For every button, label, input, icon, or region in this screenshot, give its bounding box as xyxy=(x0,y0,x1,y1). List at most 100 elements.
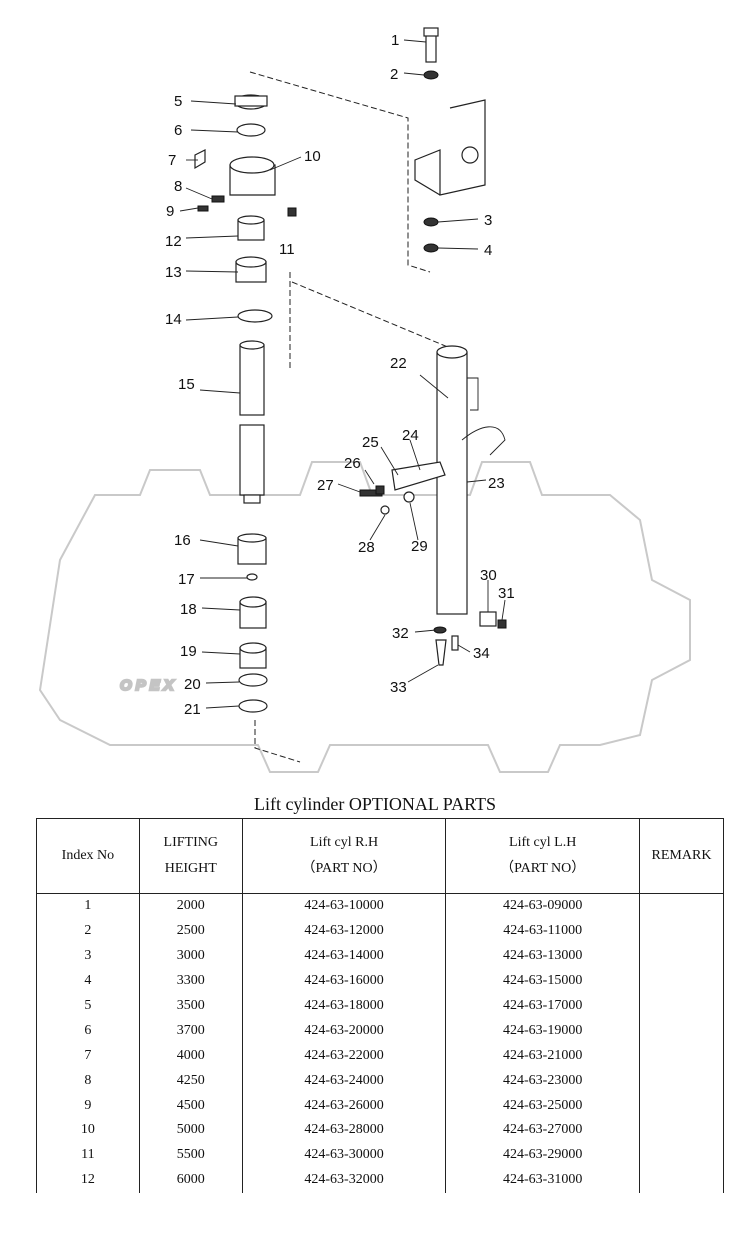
callout-7: 7 xyxy=(168,152,176,169)
callout-24: 24 xyxy=(402,427,419,444)
callout-18: 18 xyxy=(180,601,197,618)
cell-part-no-rh: 424-63-32000 xyxy=(241,1167,447,1193)
header-remark: REMARK xyxy=(639,818,724,894)
cell-part-no-lh: 424-63-19000 xyxy=(445,1018,641,1044)
callout-13: 13 xyxy=(165,264,182,281)
cell-remark xyxy=(639,1167,724,1193)
cell-index: 11 xyxy=(36,1142,140,1168)
assembly-line-bottom xyxy=(254,720,301,763)
cell-index: 10 xyxy=(36,1118,140,1143)
callout-5: 5 xyxy=(174,93,182,110)
cell-index: 8 xyxy=(36,1068,140,1094)
cell-part-no-lh: 424-63-11000 xyxy=(445,918,641,944)
cell-index: 4 xyxy=(36,968,140,994)
header-lift-cyl-lh: Lift cyl L.H （PART NO） xyxy=(445,818,641,894)
cell-lifting-height: 5000 xyxy=(138,1118,243,1143)
cell-lifting-height: 3300 xyxy=(138,968,243,994)
cell-part-no-lh: 424-63-25000 xyxy=(445,1093,641,1119)
cell-lifting-height: 3700 xyxy=(138,1018,243,1044)
header-rh-line1: Lift cyl R.H xyxy=(310,835,379,850)
cell-part-no-rh: 424-63-24000 xyxy=(241,1068,447,1094)
header-lh-line1: Lift cyl L.H xyxy=(509,835,577,850)
callout-32: 32 xyxy=(392,625,409,642)
cell-index: 9 xyxy=(36,1093,140,1119)
table-header-row: Index No LIFTING HEIGHT Lift cyl R.H （PA… xyxy=(36,818,724,894)
cell-part-no-rh: 424-63-22000 xyxy=(241,1043,447,1069)
cell-remark xyxy=(639,993,724,1019)
callout-21: 21 xyxy=(184,701,201,718)
callout-1: 1 xyxy=(391,32,399,49)
cell-part-no-rh: 424-63-16000 xyxy=(241,968,447,994)
cell-lifting-height: 3500 xyxy=(138,993,243,1019)
cell-remark xyxy=(639,1093,724,1119)
callout-10: 10 xyxy=(304,148,321,165)
cell-part-no-lh: 424-63-09000 xyxy=(445,893,641,919)
cell-part-no-lh: 424-63-23000 xyxy=(445,1068,641,1094)
exploded-parts-diagram: OPEX xyxy=(38,27,691,773)
bracket-assembly xyxy=(414,27,486,253)
cell-lifting-height: 2000 xyxy=(138,893,243,919)
cell-part-no-rh: 424-63-10000 xyxy=(241,893,447,919)
cell-lifting-height: 4000 xyxy=(138,1043,243,1069)
callouts: 1 2 3 4 5 6 7 8 9 10 11 12 13 14 15 16 1… xyxy=(165,32,515,718)
optional-parts-table: Index No LIFTING HEIGHT Lift cyl R.H （PA… xyxy=(36,818,724,1193)
callout-33: 33 xyxy=(390,679,407,696)
watermark-logo: OPEX xyxy=(120,677,178,694)
callout-23: 23 xyxy=(488,475,505,492)
callout-16: 16 xyxy=(174,532,191,549)
callout-4: 4 xyxy=(484,242,492,259)
cell-index: 7 xyxy=(36,1043,140,1069)
callout-34: 34 xyxy=(473,645,490,662)
callout-28: 28 xyxy=(358,539,375,556)
callout-29: 29 xyxy=(411,538,428,555)
cell-remark xyxy=(639,968,724,994)
cell-remark xyxy=(639,893,724,919)
cell-part-no-rh: 424-63-26000 xyxy=(241,1093,447,1119)
cell-remark xyxy=(639,1043,724,1069)
callout-9: 9 xyxy=(166,203,174,220)
callout-11: 11 xyxy=(279,241,295,258)
callout-8: 8 xyxy=(174,178,182,195)
assembly-line-top xyxy=(249,71,431,273)
cell-remark xyxy=(639,918,724,944)
header-index: Index No xyxy=(36,818,140,894)
callout-20: 20 xyxy=(184,676,201,693)
cell-index: 6 xyxy=(36,1018,140,1044)
cell-lifting-height: 4500 xyxy=(138,1093,243,1119)
assembly-line-mid xyxy=(289,272,456,370)
callout-12: 12 xyxy=(165,233,182,250)
cell-remark xyxy=(639,1118,724,1143)
cell-part-no-lh: 424-63-21000 xyxy=(445,1043,641,1069)
header-lifting-height: LIFTING HEIGHT xyxy=(138,818,243,894)
header-lh-line2: （PART NO） xyxy=(500,861,586,876)
callout-22: 22 xyxy=(390,355,407,372)
cell-part-no-rh: 424-63-12000 xyxy=(241,918,447,944)
cell-part-no-rh: 424-63-18000 xyxy=(241,993,447,1019)
cell-part-no-lh: 424-63-29000 xyxy=(445,1142,641,1168)
cell-remark xyxy=(639,1068,724,1094)
cell-index: 12 xyxy=(36,1167,140,1193)
callout-31: 31 xyxy=(498,585,515,602)
header-lifting-line2: HEIGHT xyxy=(164,861,217,876)
callout-26: 26 xyxy=(344,455,361,472)
cell-remark xyxy=(639,1018,724,1044)
callout-17: 17 xyxy=(178,571,195,588)
cell-part-no-rh: 424-63-14000 xyxy=(241,943,447,969)
cell-index: 5 xyxy=(36,993,140,1019)
cell-part-no-lh: 424-63-13000 xyxy=(445,943,641,969)
callout-3: 3 xyxy=(484,212,492,229)
callout-2: 2 xyxy=(390,66,398,83)
cell-lifting-height: 6000 xyxy=(138,1167,243,1193)
callout-27: 27 xyxy=(317,477,334,494)
cell-lifting-height: 2500 xyxy=(138,918,243,944)
cell-part-no-lh: 424-63-31000 xyxy=(445,1167,641,1193)
